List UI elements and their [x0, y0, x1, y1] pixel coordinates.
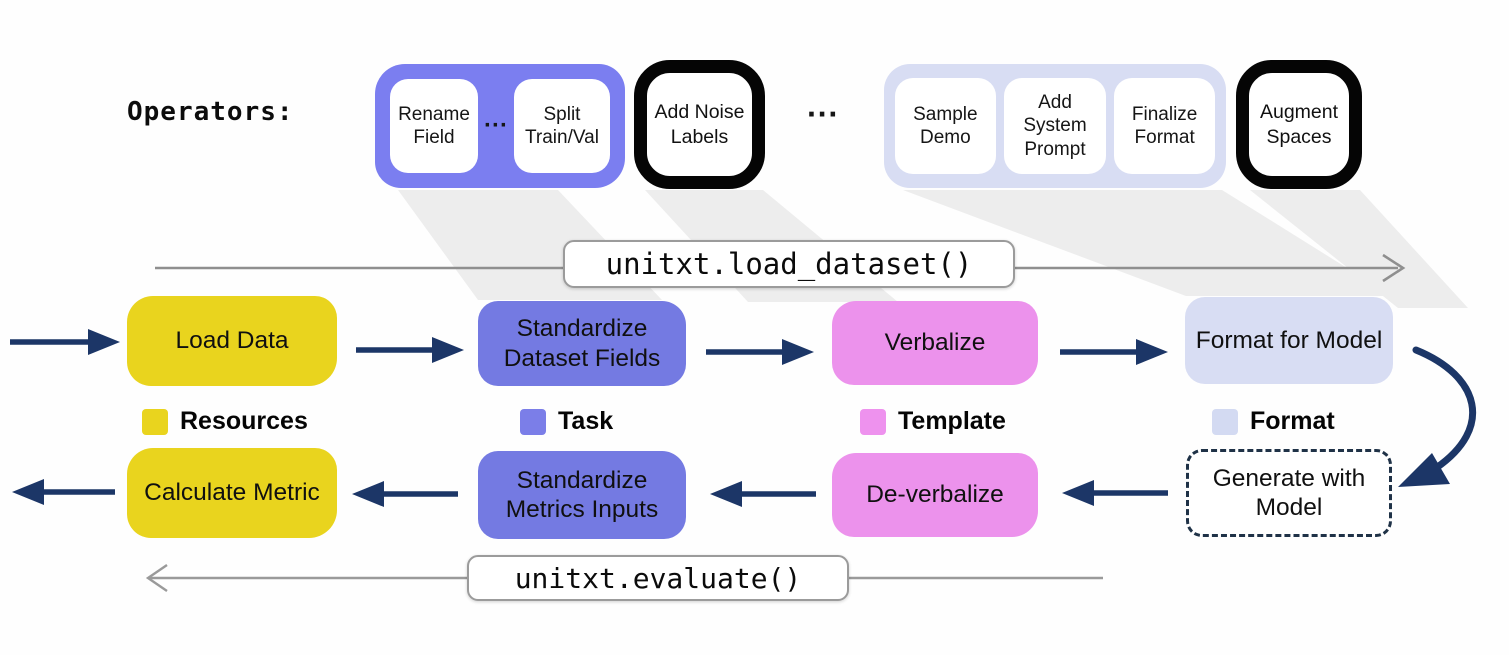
legend-format: Format — [1212, 407, 1335, 436]
step-de-verbalize[interactable]: De-verbalize — [832, 453, 1038, 537]
step-verbalize[interactable]: Verbalize — [832, 301, 1038, 385]
operator-augment-spaces[interactable]: Augment Spaces — [1236, 60, 1362, 189]
step-standardize-metrics-inputs[interactable]: Standardize Metrics Inputs — [478, 451, 686, 539]
step-load-data[interactable]: Load Data — [127, 296, 337, 386]
format-color-swatch — [1212, 408, 1238, 435]
legend-template: Template — [860, 407, 1006, 436]
operators-label: Operators: — [127, 97, 294, 127]
task-color-swatch — [520, 408, 546, 435]
arrow-load-to-standardize — [356, 337, 464, 363]
legend-resources-label: Resources — [180, 407, 308, 435]
legend-template-label: Template — [898, 407, 1006, 435]
operator-finalize-format[interactable]: Finalize Format — [1114, 78, 1215, 174]
arrow-generate-to-deverbalize — [1062, 480, 1168, 506]
load-dataset-api-label: unitxt.load_dataset() — [563, 240, 1015, 288]
arrow-into-load-data — [10, 329, 120, 355]
operator-add-noise-labels[interactable]: Add Noise Labels — [634, 60, 765, 189]
step-format-for-model[interactable]: Format for Model — [1185, 297, 1393, 384]
task-operators-group: Rename Field ··· Split Train/Val — [375, 64, 625, 188]
arrow-format-to-generate-curved — [1398, 346, 1477, 487]
flow-line-right-arrowhead — [1382, 253, 1406, 283]
task-group-ellipsis: ··· — [484, 112, 508, 139]
operator-split-train-val[interactable]: Split Train/Val — [513, 79, 610, 173]
beam-augmentop-to-pipeline — [1250, 190, 1468, 308]
resources-color-swatch — [142, 408, 168, 435]
arrow-verbalize-to-format — [1060, 339, 1168, 365]
operators-ellipsis: ··· — [807, 96, 839, 132]
legend-task-label: Task — [558, 407, 614, 435]
legend-task: Task — [520, 407, 613, 436]
step-generate-with-model[interactable]: Generate with Model — [1186, 449, 1392, 537]
template-color-swatch — [860, 408, 886, 435]
arrow-out-of-calculate — [12, 479, 115, 505]
evaluate-api-label: unitxt.evaluate() — [467, 555, 849, 601]
operator-rename-field[interactable]: Rename Field — [390, 79, 478, 173]
format-operators-group: Sample Demo Add System Prompt Finalize F… — [884, 64, 1226, 188]
step-calculate-metric[interactable]: Calculate Metric — [127, 448, 337, 538]
arrow-deverbalize-to-metrics — [710, 481, 816, 507]
legend-format-label: Format — [1250, 407, 1335, 435]
operator-sample-demo[interactable]: Sample Demo — [895, 78, 996, 174]
flow-line-left-arrowhead — [145, 564, 168, 592]
arrow-standardize-to-verbalize — [706, 339, 814, 365]
arrow-metrics-to-calculate — [352, 481, 458, 507]
step-standardize-dataset-fields[interactable]: Standardize Dataset Fields — [478, 301, 686, 386]
legend-resources: Resources — [142, 407, 308, 436]
operator-add-system-prompt[interactable]: Add System Prompt — [1003, 78, 1107, 174]
